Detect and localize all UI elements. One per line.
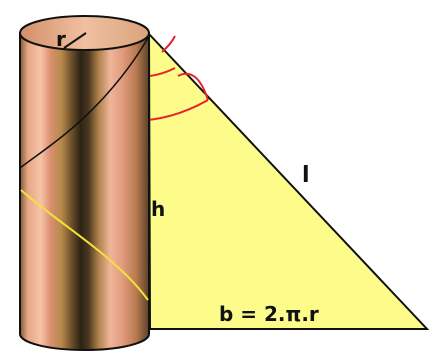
slant-label: l [302,163,310,188]
radius-line [63,32,87,49]
cylinder-body [19,32,150,351]
height-label: h [151,197,165,221]
base-label: b = 2.π.r [219,302,319,326]
outer-angle-arc [177,72,209,101]
unrolled-triangle [147,31,430,330]
helix-back [19,35,150,169]
radius-label: r [56,27,66,51]
inner-angle-arc [161,35,176,53]
helix-front [20,189,149,301]
